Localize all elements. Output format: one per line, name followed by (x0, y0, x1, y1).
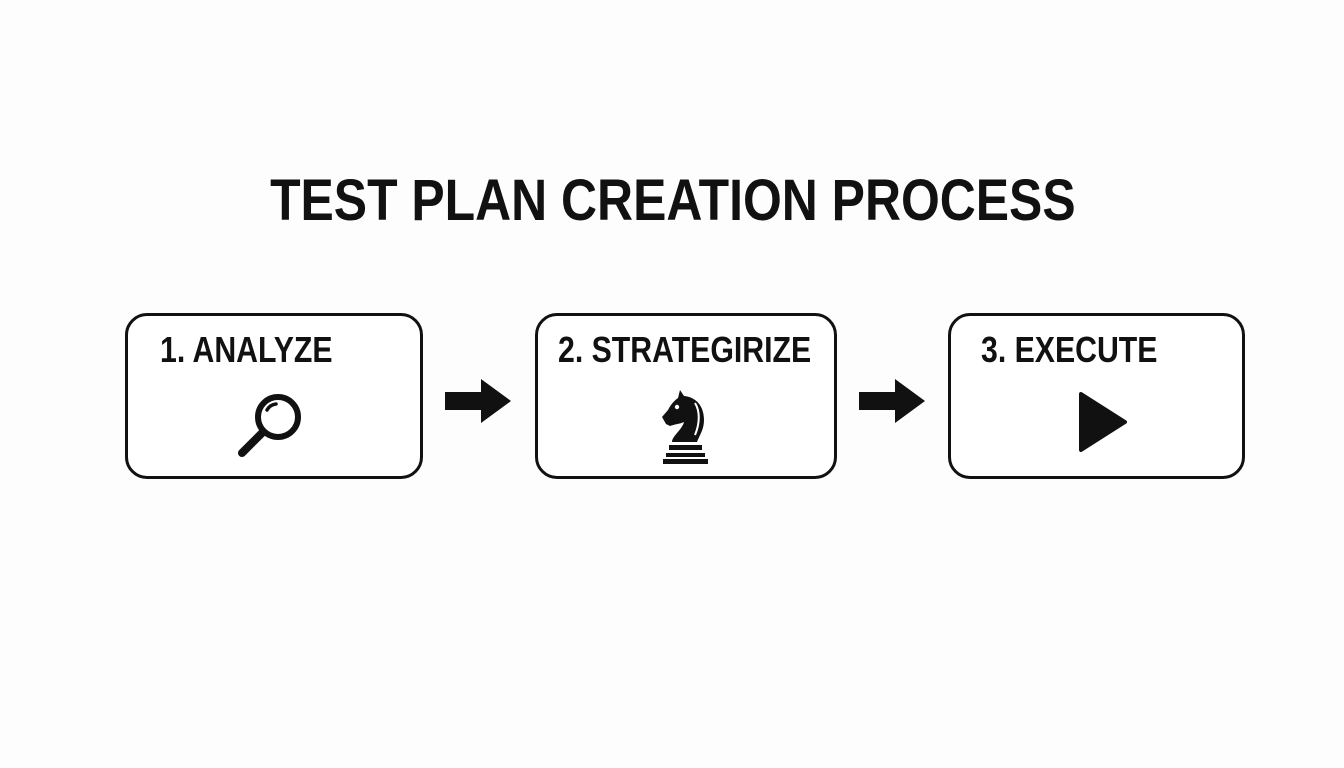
magnifying-glass-icon (238, 394, 301, 457)
step-execute-label: 3. EXECUTE (981, 329, 1158, 370)
arrow-right-icon (859, 379, 925, 423)
play-icon (1079, 392, 1127, 452)
diagram-title: TEST PLAN CREATION PROCESS (270, 168, 1076, 233)
step-strategirize-label: 2. STRATEGIRIZE (558, 329, 812, 370)
chess-knight-icon (662, 390, 708, 464)
step-analyze-box: 1. ANALYZE (125, 313, 423, 479)
step-analyze-label: 1. ANALYZE (160, 329, 333, 370)
step-strategirize-box: 2. STRATEGIRIZE (535, 313, 837, 479)
arrow-right-icon (445, 379, 511, 423)
step-execute-box: 3. EXECUTE (948, 313, 1245, 479)
